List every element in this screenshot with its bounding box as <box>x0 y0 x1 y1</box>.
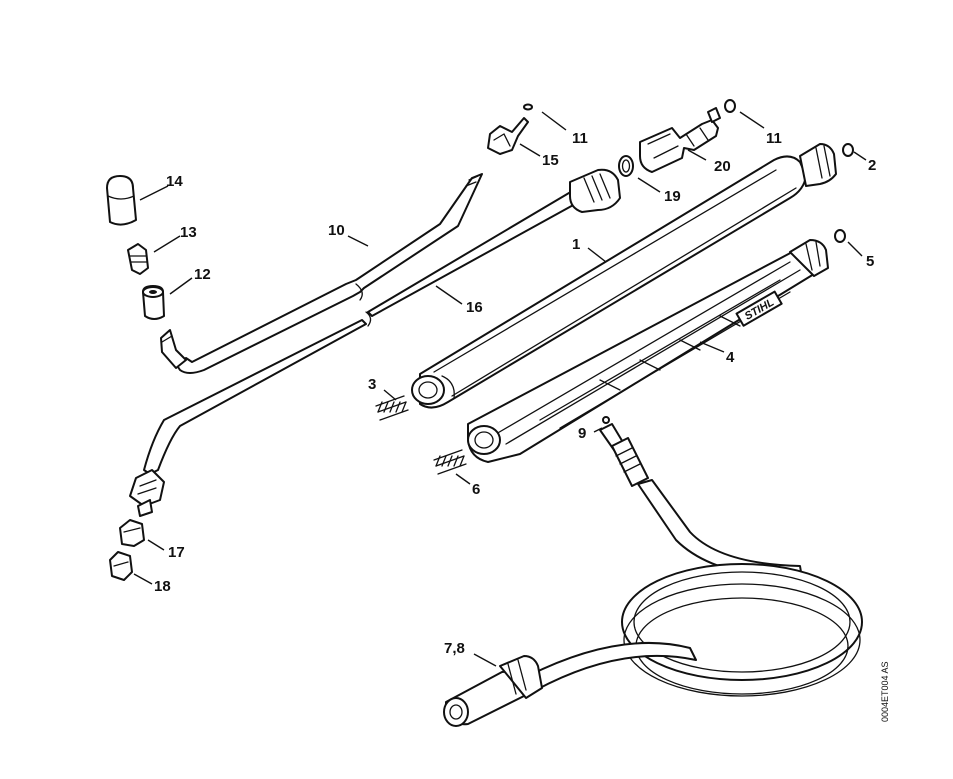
label-11-upper-left: 11 <box>572 130 588 147</box>
label-10: 10 <box>328 222 345 239</box>
part-14-nozzle-cap <box>106 175 137 226</box>
label-17: 17 <box>168 544 185 561</box>
leader-lines <box>133 111 867 667</box>
label-5: 5 <box>866 253 874 270</box>
drawing-code: 0004ET004 AS <box>880 661 890 722</box>
part-1-spray-tube <box>411 143 854 409</box>
part-3-spring <box>375 395 409 421</box>
part-13-nozzle-insert <box>127 243 149 275</box>
part-6-spring <box>433 449 467 475</box>
part-11-o-ring <box>724 99 736 113</box>
label-18: 18 <box>154 578 171 595</box>
high-pressure-hose <box>527 479 863 697</box>
label-16: 16 <box>466 299 483 316</box>
part-4-handle: STIHL <box>467 229 846 463</box>
part-18-nozzle <box>109 551 133 581</box>
label-7-8: 7,8 <box>444 640 465 657</box>
label-19: 19 <box>664 188 681 205</box>
label-13: 13 <box>180 224 197 241</box>
part-20-quick-coupling <box>639 107 721 173</box>
part-7-8-hose-coupling <box>443 655 543 727</box>
label-6: 6 <box>472 481 480 498</box>
part-10-angled-lance <box>160 173 483 374</box>
label-14: 14 <box>166 173 183 190</box>
label-12: 12 <box>194 266 211 283</box>
part-19-o-ring <box>618 155 634 177</box>
part-12-sleeve <box>142 285 165 320</box>
part-9-hose-fitting <box>599 416 649 487</box>
label-15: 15 <box>542 152 559 169</box>
callout-labels: 11 11 2 5 1 4 15 20 19 10 16 3 6 9 14 13… <box>154 130 876 657</box>
part-17-nut <box>119 519 145 547</box>
label-20: 20 <box>714 158 731 175</box>
label-3: 3 <box>368 376 376 393</box>
part-15-nozzle-fitting <box>487 103 533 155</box>
label-2: 2 <box>868 157 876 174</box>
label-1: 1 <box>572 236 580 253</box>
part-16-straight-lance <box>129 168 621 517</box>
label-9: 9 <box>578 425 586 442</box>
label-4: 4 <box>726 349 735 366</box>
label-11-upper-right: 11 <box>766 130 782 147</box>
